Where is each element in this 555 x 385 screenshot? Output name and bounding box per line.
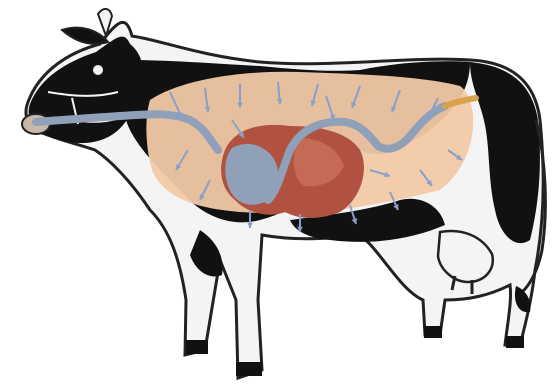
cow-ear — [62, 28, 108, 44]
hoof-front-left — [236, 362, 262, 376]
hoof-rear-right — [506, 336, 524, 348]
cow-eye — [93, 65, 103, 75]
hoof-rear-left — [424, 326, 442, 338]
hoof-front-right — [186, 340, 208, 354]
